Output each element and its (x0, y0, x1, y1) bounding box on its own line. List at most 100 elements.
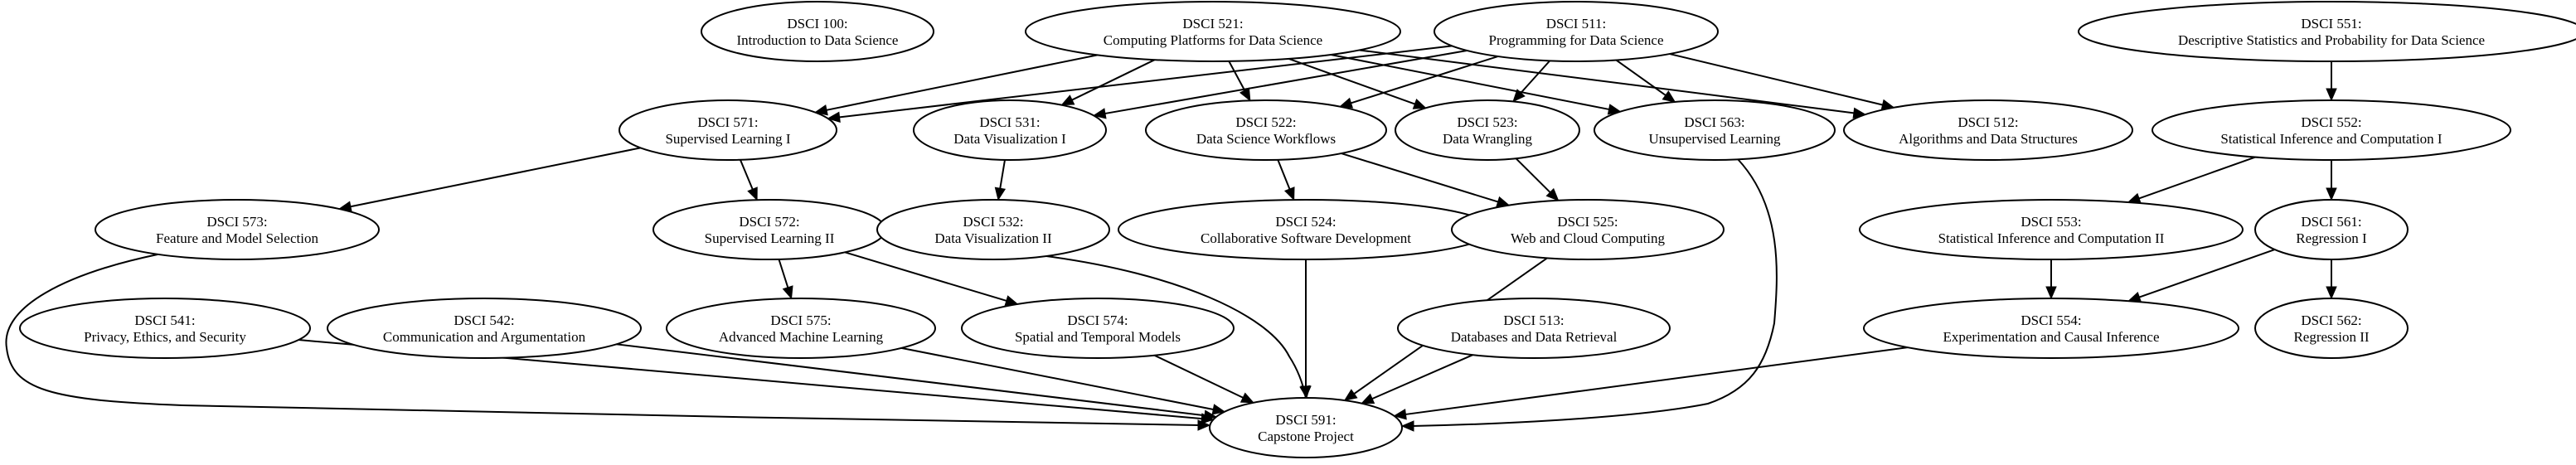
course-title: Web and Cloud Computing (1511, 230, 1666, 246)
node-ellipse (913, 99, 1107, 161)
course-title: Communication and Argumentation (383, 329, 586, 345)
course-code: DSCI 522: (1235, 114, 1296, 130)
edge-dsci-522-to-dsci-525 (1341, 153, 1511, 207)
course-code: DSCI 523: (1457, 114, 1517, 130)
arrowhead-icon (2326, 286, 2337, 300)
arrowhead-icon (747, 186, 758, 201)
arrowhead-icon (2045, 286, 2057, 300)
course-title: Collaborative Software Development (1201, 230, 1411, 246)
arrowhead-icon (1512, 89, 1526, 103)
edge-line (1103, 49, 1467, 115)
arrowhead-icon (2326, 88, 2337, 102)
course-title: Supervised Learning I (665, 131, 790, 147)
course-code: DSCI 575: (770, 312, 831, 328)
course-title: Data Science Workflows (1196, 131, 1336, 147)
node-ellipse (1118, 199, 1494, 260)
edge-line (1153, 354, 1245, 400)
arrowhead-icon (1283, 186, 1295, 201)
edge-line (1404, 346, 1908, 416)
edge-dsci-551-to-dsci-552 (2326, 61, 2337, 102)
arrowhead-icon (1343, 389, 1358, 401)
course-node-dsci-562: DSCI 562:Regression II (2254, 298, 2409, 359)
node-ellipse (1145, 99, 1387, 161)
course-title: Statistical Inference and Computation I (2220, 131, 2443, 147)
course-code: DSCI 554: (2021, 312, 2081, 328)
edge-dsci-521-to-dsci-571 (814, 54, 1098, 116)
course-node-dsci-573: DSCI 573:Feature and Model Selection (95, 199, 380, 260)
edge-line (844, 251, 1009, 303)
course-node-dsci-574: DSCI 574:Spatial and Temporal Models (961, 298, 1235, 359)
arrowhead-icon (814, 104, 828, 116)
arrowhead-icon (1545, 187, 1560, 201)
course-node-dsci-525: DSCI 525:Web and Cloud Computing (1451, 199, 1725, 260)
course-code: DSCI 532: (963, 214, 1023, 230)
arrowhead-icon (1092, 108, 1107, 119)
course-title: Databases and Data Retrieval (1451, 329, 1618, 345)
edge-dsci-552-to-dsci-553 (2127, 156, 2256, 204)
course-node-dsci-531: DSCI 531:Data Visualization I (913, 99, 1107, 161)
edge-dsci-511-to-dsci-523 (1512, 60, 1550, 103)
node-ellipse (961, 298, 1235, 359)
edges-layer (5, 45, 2337, 432)
course-title: Programming for Data Science (1488, 32, 1663, 48)
edge-line (739, 159, 754, 191)
edge-dsci-531-to-dsci-532 (994, 159, 1007, 201)
course-code: DSCI 100: (787, 16, 847, 31)
course-title: Data Visualization II (934, 230, 1052, 246)
course-title: Feature and Model Selection (156, 230, 318, 246)
course-title: Supervised Learning II (705, 230, 835, 246)
edge-dsci-511-to-dsci-531 (1092, 49, 1467, 119)
edge-dsci-523-to-dsci-525 (1515, 157, 1560, 201)
course-node-dsci-522: DSCI 522:Data Science Workflows (1145, 99, 1387, 161)
edge-line (1349, 56, 1498, 104)
node-ellipse (2254, 199, 2409, 260)
node-ellipse (1209, 397, 1403, 458)
node-ellipse (876, 199, 1110, 260)
course-title: Statistical Inference and Computation II (1938, 230, 2165, 246)
edge-dsci-575-to-dsci-591 (901, 346, 1226, 415)
course-node-dsci-511: DSCI 511:Programming for Data Science (1434, 1, 1719, 62)
node-ellipse (1859, 199, 2244, 260)
arrowhead-icon (1203, 409, 1218, 421)
edge-line (348, 147, 641, 208)
node-ellipse (327, 298, 642, 359)
course-node-dsci-575: DSCI 575:Advanced Machine Learning (666, 298, 936, 359)
course-title: Spatial and Temporal Models (1015, 329, 1181, 345)
edge-dsci-552-to-dsci-561 (2326, 160, 2337, 201)
course-title: Advanced Machine Learning (719, 329, 884, 345)
course-node-dsci-563: DSCI 563:Unsupervised Learning (1594, 99, 1836, 161)
arrowhead-icon (2326, 187, 2337, 201)
edge-line (2137, 156, 2256, 200)
course-node-dsci-553: DSCI 553:Statistical Inference and Compu… (1859, 199, 2244, 260)
course-node-dsci-551: DSCI 551:Descriptive Statistics and Prob… (2078, 1, 2576, 62)
edge-dsci-521-to-dsci-523 (1288, 57, 1427, 109)
edge-line (901, 346, 1215, 411)
course-code: DSCI 563: (1684, 114, 1744, 130)
edge-line (5, 254, 1201, 426)
node-ellipse (1397, 298, 1671, 359)
edge-line (1615, 59, 1668, 97)
course-node-dsci-100: DSCI 100:Introduction to Data Science (701, 1, 934, 62)
edge-line (2137, 249, 2275, 299)
edge-dsci-511-to-dsci-512 (1669, 53, 1895, 110)
arrowhead-icon (1412, 99, 1427, 109)
arrowhead-icon (1300, 385, 1312, 400)
course-code: DSCI 521: (1182, 16, 1243, 31)
course-node-dsci-561: DSCI 561:Regression I (2254, 199, 2409, 260)
node-ellipse (1025, 1, 1401, 62)
edge-dsci-521-to-dsci-522 (1228, 61, 1251, 102)
course-code: DSCI 511: (1546, 16, 1607, 31)
node-ellipse (1395, 99, 1580, 161)
edge-line (837, 45, 1453, 119)
course-code: DSCI 552: (2301, 114, 2361, 130)
node-ellipse (95, 199, 380, 260)
course-code: DSCI 512: (1957, 114, 2018, 130)
course-title: Capstone Project (1258, 429, 1354, 444)
edge-line (1411, 158, 1778, 427)
course-node-dsci-524: DSCI 524:Collaborative Software Developm… (1118, 199, 1494, 260)
edge-line (1288, 57, 1417, 106)
course-code: DSCI 524: (1275, 214, 1336, 230)
edge-line (1341, 153, 1500, 204)
arrowhead-icon (827, 111, 841, 124)
